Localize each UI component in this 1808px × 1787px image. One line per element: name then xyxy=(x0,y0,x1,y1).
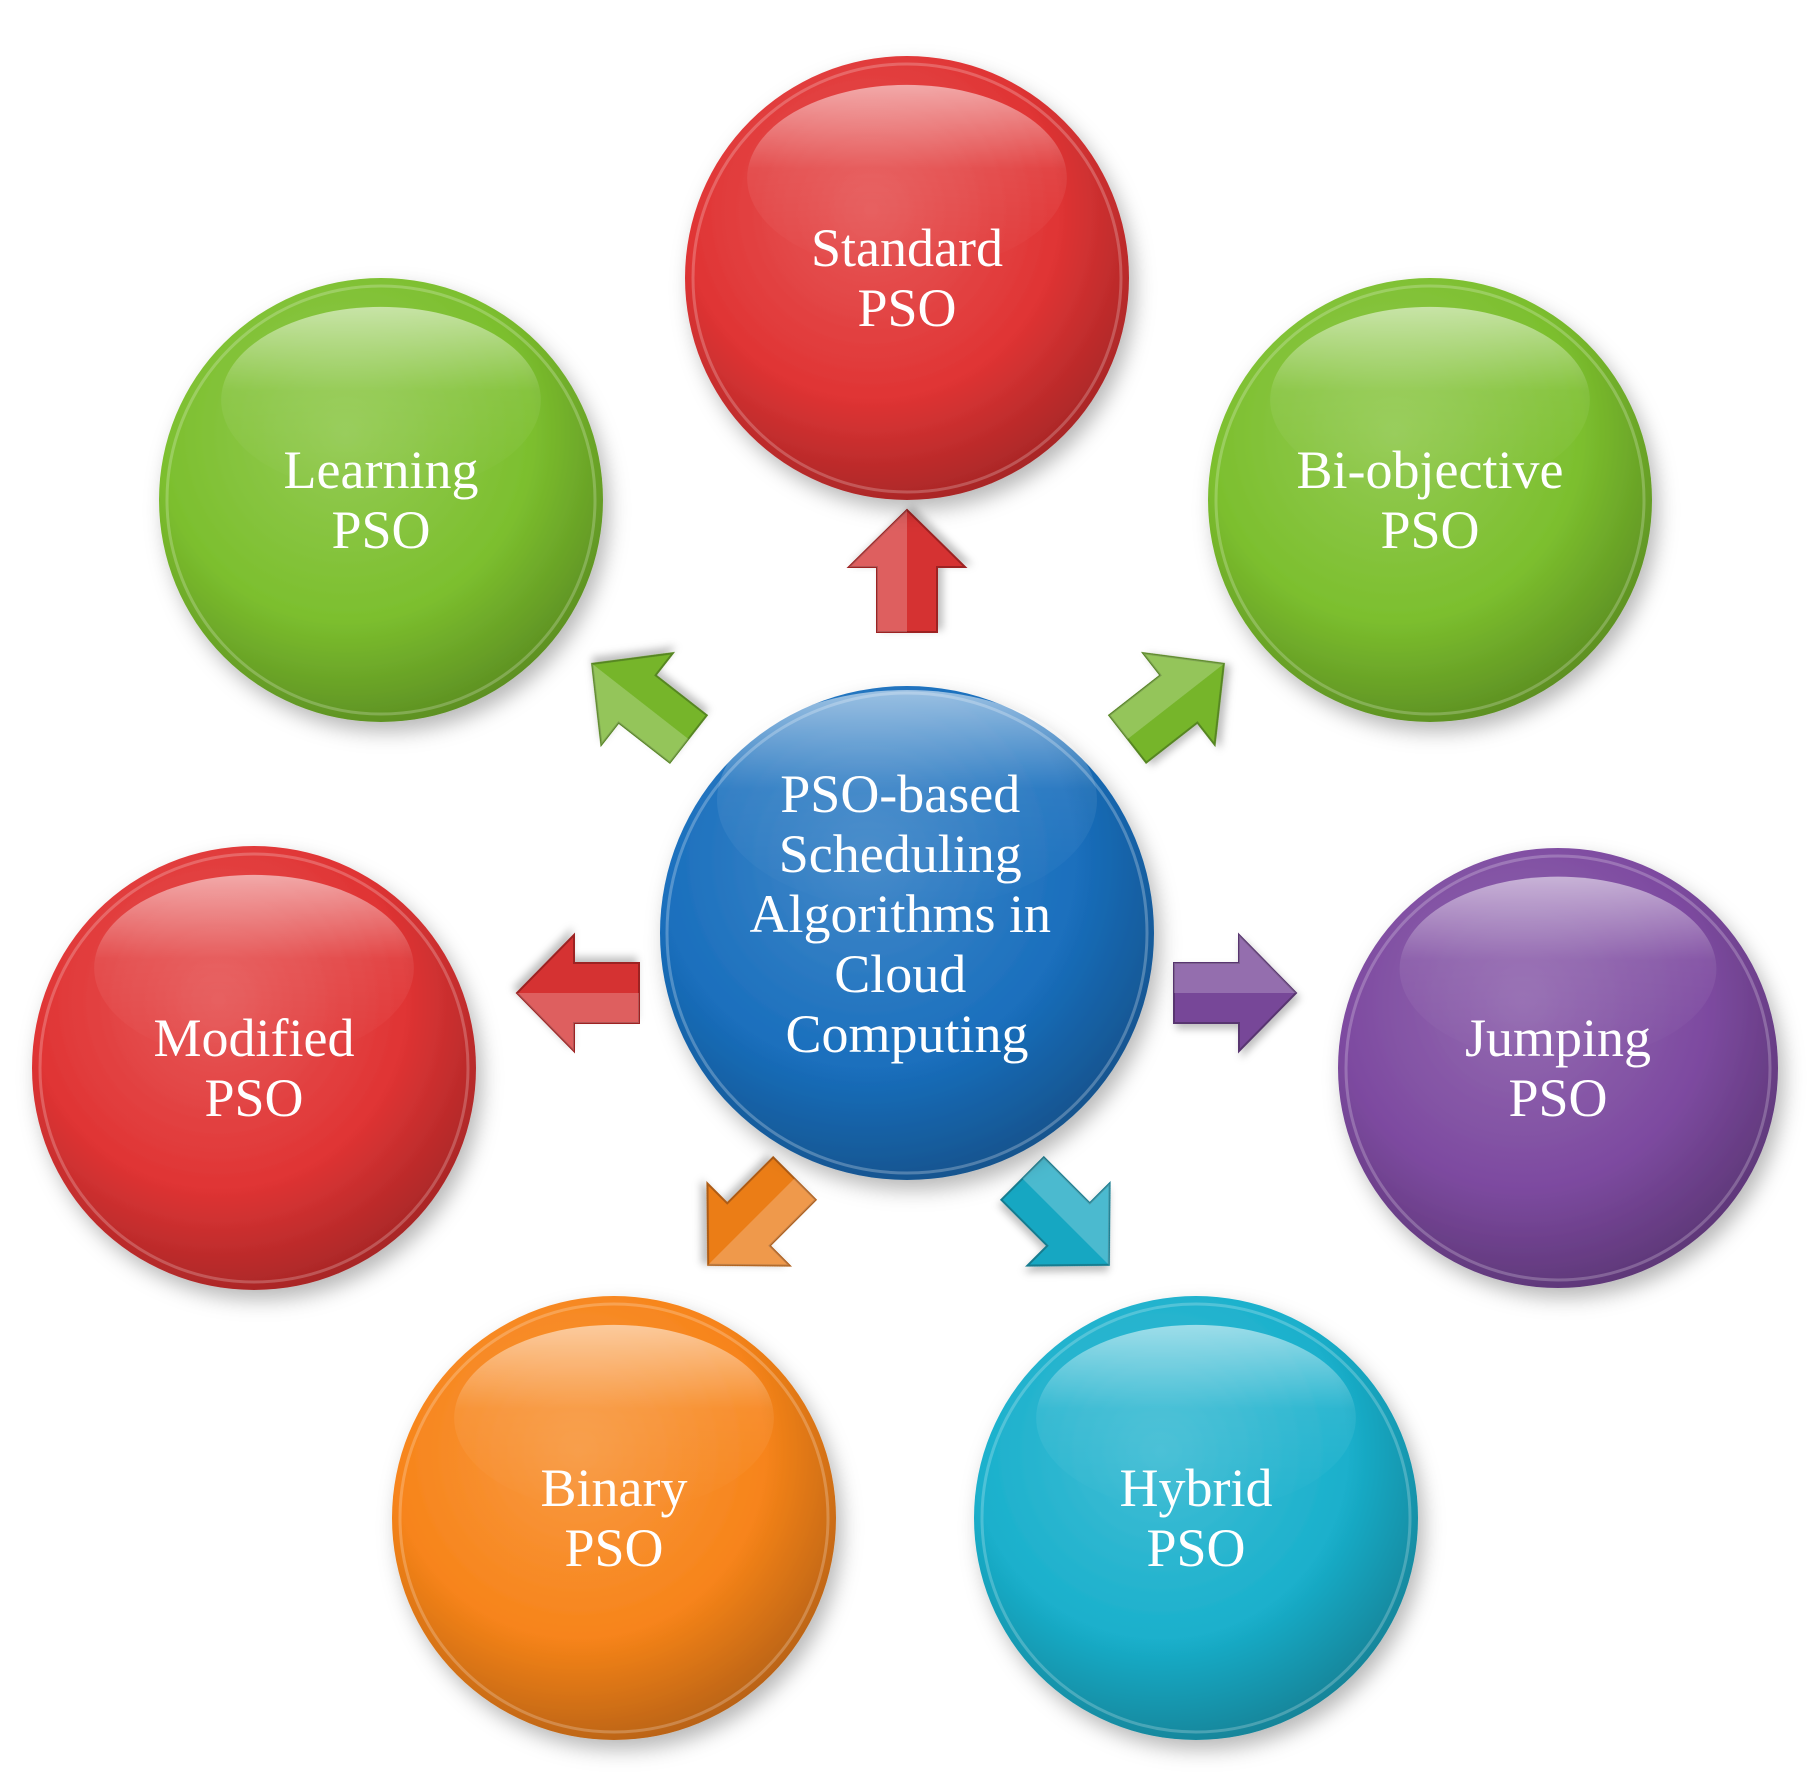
node-learning-line-2: PSO xyxy=(331,500,430,560)
center-line-4: Cloud xyxy=(834,944,966,1004)
center-label: PSO-based Scheduling Algorithms in Cloud… xyxy=(749,764,1064,1064)
center-line-2: Scheduling xyxy=(779,824,1022,884)
node-bi-objective-line-2: PSO xyxy=(1380,500,1479,560)
arrows xyxy=(515,508,1298,1267)
node-learning-line-1: Learning xyxy=(284,440,479,500)
arrow-jumping xyxy=(1173,932,1298,1054)
center-node: PSO-based Scheduling Algorithms in Cloud… xyxy=(660,686,1154,1180)
node-standard-line-2: PSO xyxy=(857,278,956,338)
center-gloss xyxy=(717,690,1097,910)
arrow-hybrid xyxy=(999,1155,1111,1267)
arrow-bi-objective xyxy=(1107,651,1225,764)
node-hybrid-line-1: Hybrid xyxy=(1120,1458,1273,1518)
node-modified-line-1: Modified xyxy=(154,1008,355,1068)
arrow-standard xyxy=(846,508,968,633)
center-line-3: Algorithms in xyxy=(749,884,1051,944)
node-binary-line-1: Binary xyxy=(541,1458,688,1518)
node-modified-line-2: PSO xyxy=(204,1068,303,1128)
arrow-modified xyxy=(515,932,640,1054)
center-line-1: PSO-based xyxy=(780,764,1020,824)
center-line-5: Computing xyxy=(785,1004,1028,1064)
node-jumping-line-1: Jumping xyxy=(1465,1008,1651,1068)
node-bi-objective-line-1: Bi-objective xyxy=(1297,440,1564,500)
arrow-learning xyxy=(591,651,709,764)
node-binary-line-2: PSO xyxy=(564,1518,663,1578)
arrow-binary xyxy=(706,1155,818,1267)
node-hybrid-line-2: PSO xyxy=(1146,1518,1245,1578)
node-standard-line-1: Standard xyxy=(811,218,1003,278)
node-jumping-line-2: PSO xyxy=(1508,1068,1607,1128)
